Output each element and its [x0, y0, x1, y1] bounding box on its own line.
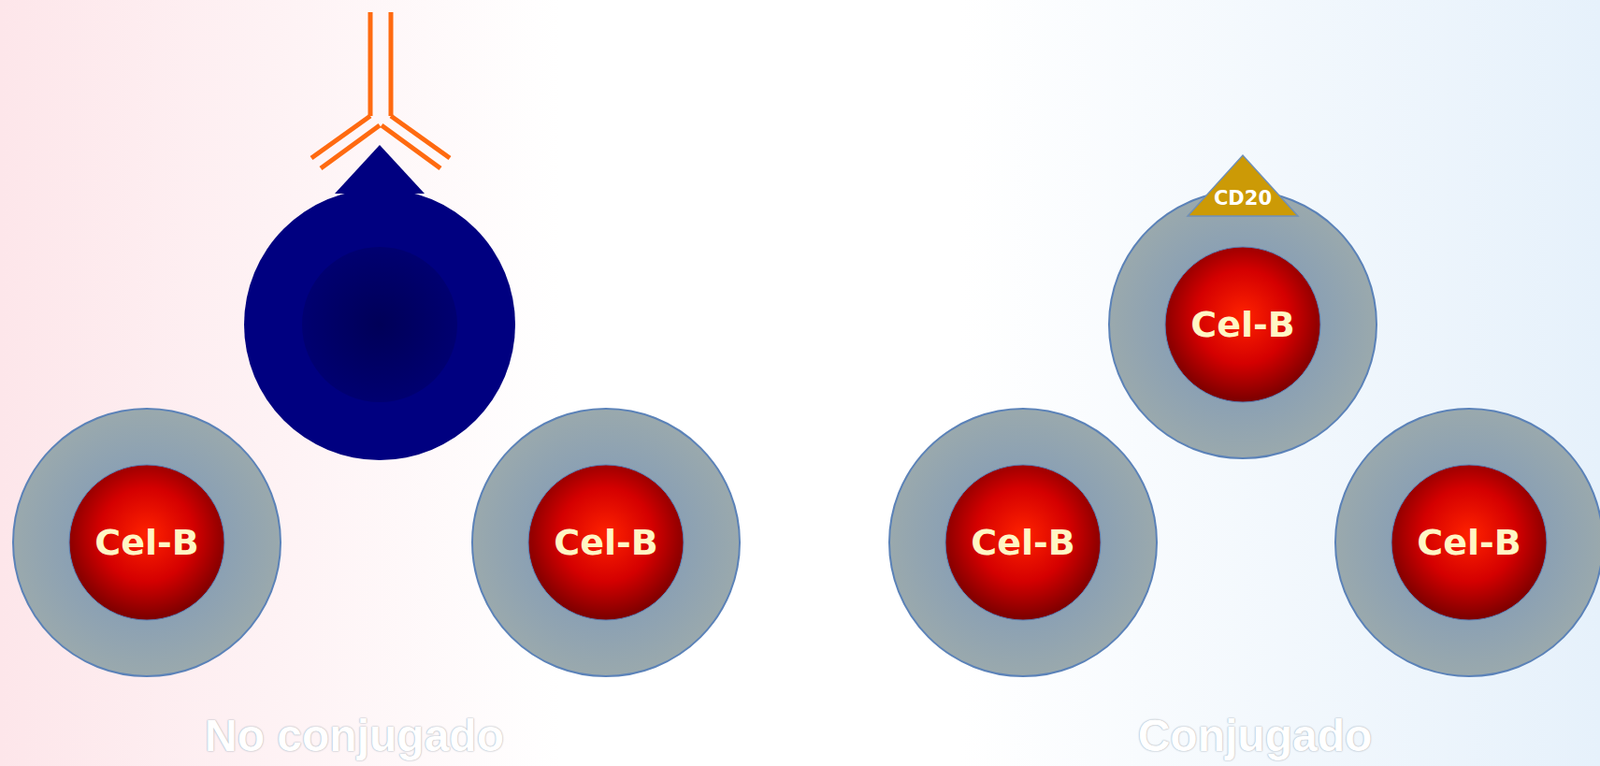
cell-nucleus — [1165, 246, 1321, 403]
antibody-stem — [389, 12, 394, 116]
cell-membrane — [1335, 408, 1600, 677]
cell-membrane — [889, 408, 1157, 677]
cell-nucleus — [302, 246, 458, 403]
cell-nucleus — [1391, 464, 1547, 620]
antibody-arm — [320, 125, 380, 169]
group-caption: Conjugado — [1138, 709, 1373, 762]
antigen-marker: CD20 — [1186, 154, 1299, 217]
b-cell: Cel-B — [1334, 407, 1600, 678]
cell-body — [244, 188, 516, 461]
b-cell: Cel-B — [888, 407, 1158, 678]
b-cell: Cel-B — [1108, 189, 1378, 460]
cell-label: Cel-B — [94, 521, 199, 563]
cell-label: Cel-B — [1190, 303, 1295, 346]
b-cell: Cel-B — [12, 407, 282, 678]
cell-label: Cel-B — [970, 521, 1075, 563]
antibody-symbol — [311, 12, 450, 169]
cell-membrane — [13, 408, 281, 677]
cell-nucleus — [945, 464, 1101, 620]
cell-nucleus — [69, 464, 225, 620]
antigen-triangle — [1187, 155, 1298, 217]
antibody-arm — [381, 125, 441, 169]
group-caption: No conjugado — [204, 709, 505, 762]
effector-cell — [244, 144, 516, 461]
cell-membrane — [472, 408, 740, 677]
cell-nucleus — [528, 464, 684, 620]
b-cell: Cel-B — [471, 407, 741, 678]
cell-membrane — [1109, 190, 1377, 459]
cell-label: Cel-B — [553, 521, 658, 563]
cell-spike — [334, 144, 425, 194]
antibody-stem — [368, 12, 374, 116]
marker-label: CD20 — [1213, 187, 1272, 217]
cell-label: Cel-B — [1416, 521, 1521, 563]
